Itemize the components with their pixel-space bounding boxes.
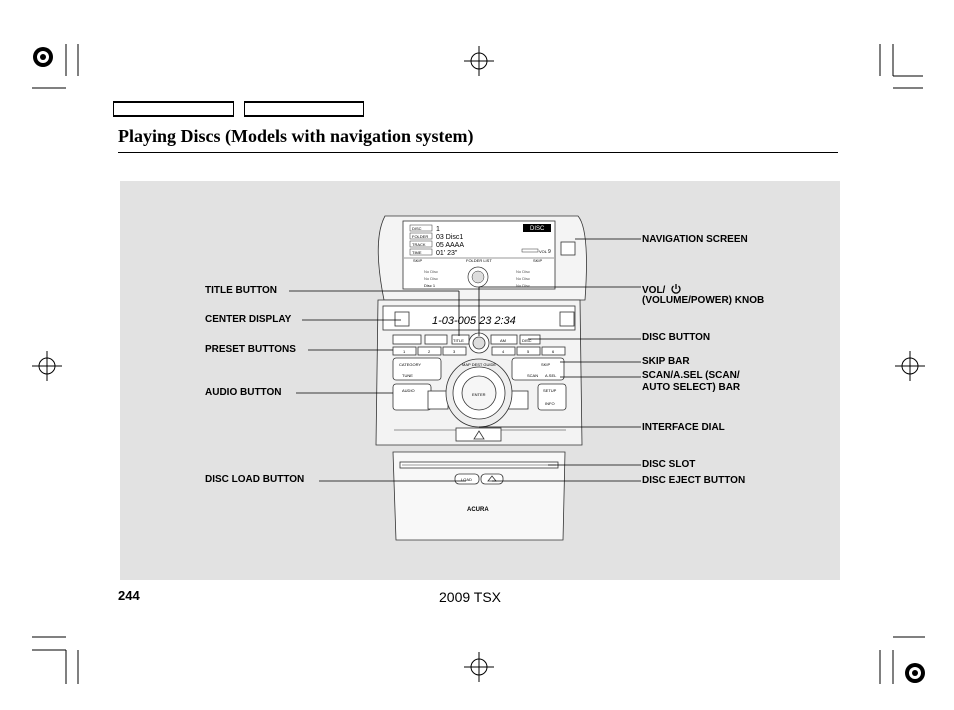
header-tab-left [113,101,234,117]
nav-slot: No Disc [424,276,438,281]
label-navigation-screen: NAVIGATION SCREEN [642,234,748,245]
nav-mode-label: DISC [530,226,545,232]
preset-label: 5 [527,349,530,354]
setup-label: SETUP [543,388,557,393]
page-number: 244 [118,588,140,603]
nav-slot: No Disc [424,269,438,274]
preset-label: 6 [552,349,555,354]
label-vol-knob-line2: (VOLUME/POWER) KNOB [642,295,765,306]
nav-row-value: 1 [436,226,440,233]
nav-row-key: TIME [412,250,422,255]
nav-vol-value: 9 [548,249,551,255]
audio-button-label: AUDIO [402,388,415,393]
preset-label: 1 [403,349,406,354]
power-icon [671,284,681,294]
nav-folder-list: FOLDER LIST [466,258,492,263]
label-vol: VOL/ [642,285,666,296]
nav-slot: No Disc [516,276,530,281]
page-title: Playing Discs (Models with navigation sy… [118,126,474,146]
load-button-label: LOAD [461,477,472,482]
label-vol-knob-line1: VOL/ [642,283,682,297]
skip-bar-label: SKIP [541,362,550,367]
nav-slot: Disc 1 [424,283,436,288]
brand-label: ACURA [467,507,489,513]
title-rule [118,152,838,153]
label-center-display: CENTER DISPLAY [205,314,292,325]
nav-vol-label: VOL [539,249,548,254]
tune-label: TUNE [402,373,413,378]
label-audio-button: AUDIO BUTTON [205,387,282,398]
nav-row-key: DISC [412,226,422,231]
label-disc-slot: DISC SLOT [642,459,696,470]
enter-label: ENTER [472,392,486,397]
nav-skip-right: SKIP [533,258,542,263]
label-skip-bar: SKIP BAR [642,356,690,367]
nav-slot: No Disc [516,283,530,288]
preset-label: 4 [502,349,505,354]
label-disc-eject-button: DISC EJECT BUTTON [642,475,746,486]
nav-row-key: FOLDER [412,234,428,239]
disc-button-label: DISC [522,338,532,343]
info-label: INFO [545,401,555,406]
nav-row-value: 03 Disc1 [436,234,463,241]
category-label: CATEGORY [399,362,421,367]
label-title-button: TITLE BUTTON [205,285,278,296]
label-disc-load-button: DISC LOAD BUTTON [205,474,305,485]
label-scan-line1: SCAN/A.SEL (SCAN/ [642,370,740,381]
nav-row-key: TRACK [412,242,426,247]
nav-row-value: 01' 23" [436,250,458,257]
preset-label: 3 [453,349,456,354]
header-tab-right [244,101,364,117]
label-preset-buttons: PRESET BUTTONS [205,344,296,355]
footer-model: 2009 TSX [439,589,502,605]
map-dest-guide-label: MAP DEST GUIDE [462,362,496,367]
label-disc-button: DISC BUTTON [642,332,711,343]
nav-slot: No Disc [516,269,530,274]
preset-label: 2 [428,349,431,354]
title-button-label: TITLE [453,338,464,343]
center-display-text: 1-03-005 23 2:34 [432,315,516,327]
label-scan-line2: AUTO SELECT) BAR [642,382,741,393]
nav-row-value: 05 AAAA [436,242,464,249]
nav-skip-left: SKIP [413,258,422,263]
label-interface-dial: INTERFACE DIAL [642,422,725,433]
am-button-label: AM [500,338,506,343]
asel-label: A.SEL [545,373,557,378]
scan-label: SCAN [527,373,538,378]
